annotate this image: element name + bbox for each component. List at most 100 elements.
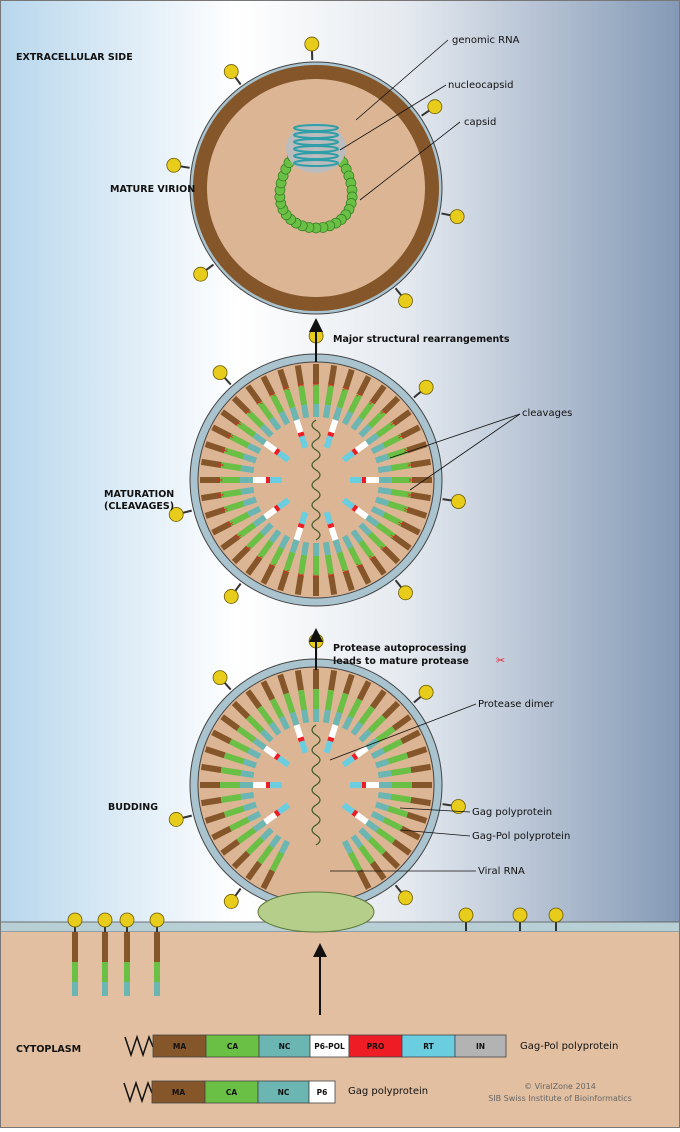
gag-segment [201, 800, 221, 803]
budding-neck-gag-cluster [258, 892, 374, 932]
segment-label: CA [226, 1088, 238, 1097]
cleavage-scissors-icon: ✂ [328, 571, 335, 580]
cleavage-scissors-icon: ✂ [369, 554, 376, 563]
gag-segment [297, 725, 301, 737]
gag-segment [276, 812, 279, 814]
legend-gag-name: Gag polyprotein [348, 1086, 428, 1097]
segment-label: MA [172, 1088, 185, 1097]
cleavages-label: cleavages [522, 408, 572, 419]
gag-segment [326, 542, 328, 555]
legend-gagpol-name: Gag-Pol polyprotein [520, 1041, 618, 1052]
gag-segment [330, 524, 331, 528]
gag-segment [297, 420, 301, 432]
gag-segment [353, 756, 356, 758]
glycoprotein-icon [224, 589, 238, 603]
glycoprotein-icon [305, 37, 319, 51]
gag-segment [353, 451, 356, 453]
cleavage-scissors-icon: ✂ [369, 398, 376, 407]
cleavage-scissors-icon: ✂ [398, 432, 405, 441]
segment-label: RT [423, 1042, 434, 1051]
cleavage-scissors-icon: ✂ [235, 532, 242, 541]
glycoprotein-icon [399, 586, 413, 600]
cleavage-scissors-icon: ✂ [218, 461, 225, 470]
cleavage-scissors-icon: ✂ [221, 446, 228, 455]
gag-segment [304, 405, 306, 418]
gag-polyprotein-label: Gag polyprotein [472, 807, 552, 818]
cleavage-scissors-icon: ✂ [227, 432, 234, 441]
gag-segment [326, 710, 328, 723]
glycoprotein-icon [213, 366, 227, 380]
gag-segment [378, 773, 391, 775]
mature-protease-label: leads to mature protease [333, 656, 469, 667]
glycoprotein-icon [213, 671, 227, 685]
cleavage-scissors-icon: ✂ [342, 567, 349, 576]
cleavage-scissors-icon: ✂ [404, 446, 411, 455]
gag-segment [304, 542, 306, 555]
capsid-label: capsid [464, 117, 496, 128]
glycoprotein-icon [167, 158, 181, 172]
glycoprotein-icon [169, 812, 183, 826]
glycoprotein-icon [549, 908, 563, 922]
gag-segment [376, 762, 388, 766]
segment-label: NC [279, 1042, 291, 1051]
gag-segment [241, 795, 254, 797]
cleavage-scissors-icon: ✂ [404, 506, 411, 515]
cleavage-scissors-icon: ✂ [245, 544, 252, 553]
segment-label: P6 [317, 1088, 328, 1097]
cleavage-scissors-icon: ✂ [390, 532, 397, 541]
gag-segment [297, 528, 301, 540]
glycoprotein-icon [224, 894, 238, 908]
segment-label: CA [227, 1042, 239, 1051]
gag-segment [378, 490, 391, 492]
gag-segment [331, 670, 334, 690]
gag-segment [326, 405, 328, 418]
glycoprotein-icon [150, 913, 164, 927]
budding-label: BUDDING [108, 802, 158, 813]
glycoprotein-icon [194, 267, 208, 281]
cleavage-scissors-icon: ✂ [328, 381, 335, 390]
gag-segment [293, 713, 297, 725]
nucleocapsid-label: nucleocapsid [448, 80, 514, 91]
gag-segment [244, 762, 256, 766]
credit-line-1: © ViralZone 2014 [524, 1082, 596, 1091]
gag-segment [301, 432, 302, 436]
gag-segment [244, 499, 256, 503]
glycoprotein-icon [513, 908, 527, 922]
gag-segment [327, 436, 331, 447]
gag-segment [330, 737, 331, 741]
segment-label: IN [476, 1042, 485, 1051]
gag-segment [293, 408, 297, 420]
cleavage-scissors-icon: ✂ [283, 385, 290, 394]
extracellular-side-label: EXTRACELLULAR SIDE [16, 52, 133, 63]
gag-segment [378, 795, 391, 797]
gag-segment [391, 797, 411, 800]
gag-segment [301, 524, 302, 528]
cleavage-scissors-icon: ✂ [269, 562, 276, 571]
glycoprotein-icon [450, 210, 464, 224]
gag-segment [302, 436, 306, 447]
glycoprotein-icon [120, 913, 134, 927]
gag-segment [411, 800, 431, 803]
gag-segment [276, 507, 279, 509]
cleavage-scissors-icon: ✂ [407, 461, 414, 470]
cleavage-scissors-icon: ✂ [245, 408, 252, 417]
cleavage-scissors-icon: ✂ [217, 476, 224, 485]
protease-autoprocessing-label: Protease autoprocessing [333, 643, 466, 654]
segment-label: MA [173, 1042, 186, 1051]
gag-segment [301, 690, 304, 710]
glycoprotein-icon [419, 380, 433, 394]
cleavage-scissors-icon: ✂ [221, 506, 228, 515]
glycoprotein-icon [428, 100, 442, 114]
mature-virion-label: MATURE VIRION [110, 184, 195, 195]
gag-segment [327, 741, 331, 752]
gag-segment [201, 767, 221, 770]
cleavage-scissors-icon: ✂ [227, 520, 234, 529]
cleavage-scissors-icon: ✂ [407, 491, 414, 500]
gag-segment [331, 528, 335, 540]
cleavage-scissors-icon: ✂ [409, 476, 416, 485]
gag-segment [335, 408, 339, 420]
gag-segment [411, 767, 431, 770]
cleavage-scissors-icon: ✂ [381, 408, 388, 417]
cleavage-scissors-icon: ✂ [256, 398, 263, 407]
